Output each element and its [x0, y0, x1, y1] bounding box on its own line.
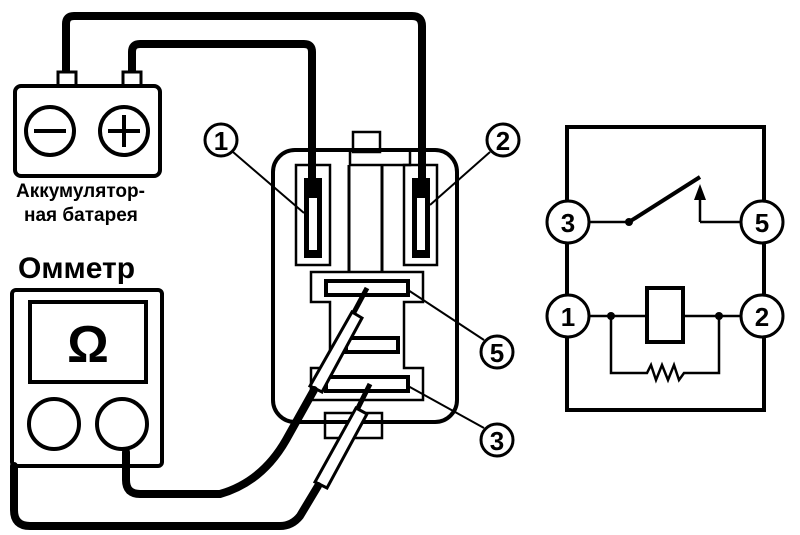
- callout-5: 5: [407, 289, 515, 370]
- probe-2: [10, 382, 373, 530]
- svg-text:3: 3: [561, 208, 575, 238]
- callout-3: 3: [407, 385, 515, 458]
- schematic-terminal-3: 3: [545, 199, 591, 245]
- ohmmeter-jack-left: [27, 397, 81, 451]
- ohmmeter: Ω: [10, 288, 164, 468]
- battery-label-line1: Аккумулятор-: [16, 181, 145, 202]
- battery-positive-terminal: [98, 105, 150, 157]
- svg-text:1: 1: [561, 302, 575, 332]
- svg-text:1: 1: [214, 126, 228, 156]
- ohmmeter-label: Омметр: [18, 252, 135, 285]
- ohm-symbol: Ω: [67, 316, 109, 374]
- relay-body: [271, 130, 459, 440]
- battery: [13, 70, 162, 178]
- schematic-terminal-5: 5: [739, 199, 785, 245]
- battery-label-line2: ная батарея: [24, 205, 138, 226]
- callout-1: 1: [203, 122, 305, 214]
- svg-text:5: 5: [755, 208, 769, 238]
- schematic-terminal-1: 1: [545, 293, 591, 339]
- battery-negative-terminal: [24, 105, 76, 157]
- svg-text:3: 3: [490, 426, 504, 456]
- svg-text:2: 2: [496, 126, 510, 156]
- resistor: [609, 316, 721, 384]
- relay-coil: [645, 286, 685, 344]
- svg-text:5: 5: [490, 338, 504, 368]
- callout-2: 2: [429, 122, 521, 206]
- ohmmeter-jack-right: [95, 397, 149, 451]
- svg-text:2: 2: [755, 302, 769, 332]
- switch-contact: [627, 175, 702, 224]
- relay-schematic: 3 5 1 2: [545, 125, 785, 412]
- wire-battery-negative: [62, 12, 426, 182]
- wire-battery-positive: [128, 40, 316, 182]
- schematic-terminal-2: 2: [739, 293, 785, 339]
- probe-1: [122, 286, 370, 498]
